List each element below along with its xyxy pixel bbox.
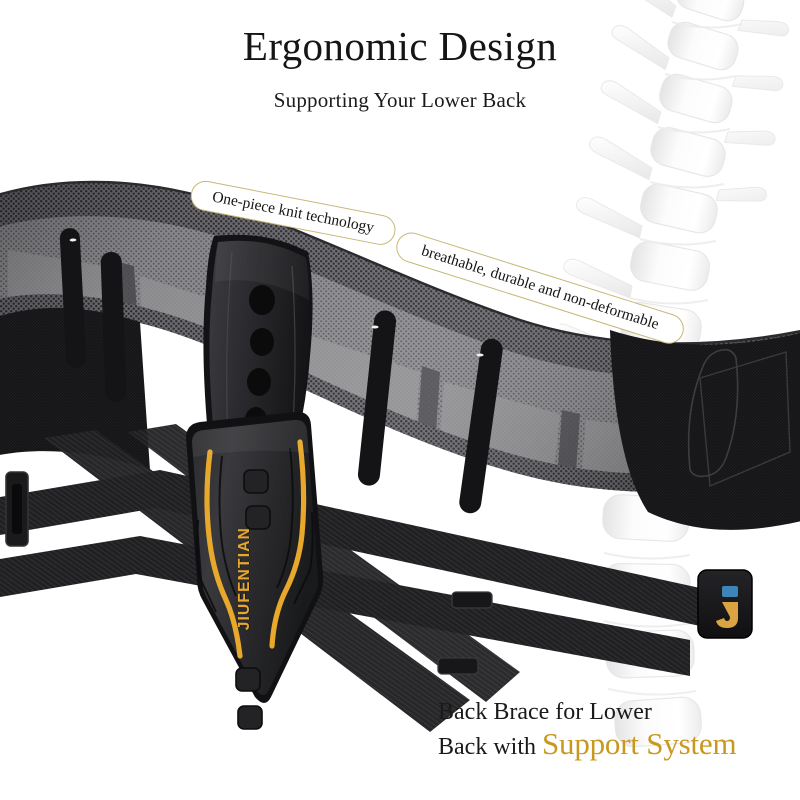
caption-highlight: Support System bbox=[541, 726, 737, 762]
caption-line-2: Back with Support System bbox=[438, 726, 788, 763]
logo-gold-j bbox=[716, 602, 738, 628]
stay-pocket bbox=[100, 252, 127, 402]
logo-blue-bar bbox=[722, 586, 738, 597]
product-caption: Back Brace for Lower Back with Support S… bbox=[438, 698, 788, 763]
strap-logo-tab bbox=[697, 569, 753, 639]
pad-brand-text: JIUFENTIAN bbox=[236, 527, 253, 631]
stay-pocket bbox=[357, 310, 397, 486]
strap-buckle bbox=[5, 471, 29, 547]
velcro-end-panel-right bbox=[610, 330, 800, 530]
strap-buckle bbox=[437, 657, 479, 675]
caption-line-1: Back Brace for Lower bbox=[438, 699, 652, 725]
lumbar-support-pad bbox=[186, 411, 324, 730]
stay-pocket bbox=[459, 338, 503, 514]
support-stay-plastic bbox=[203, 234, 313, 452]
page-title: Ergonomic Design bbox=[242, 23, 558, 69]
stay-pocket bbox=[59, 228, 87, 368]
caption-line-2-prefix: Back with bbox=[438, 734, 542, 761]
stay-pockets bbox=[59, 228, 503, 514]
page-subtitle: Supporting Your Lower Back bbox=[273, 88, 527, 112]
strap-buckle bbox=[451, 591, 493, 609]
pad-button bbox=[235, 469, 271, 730]
